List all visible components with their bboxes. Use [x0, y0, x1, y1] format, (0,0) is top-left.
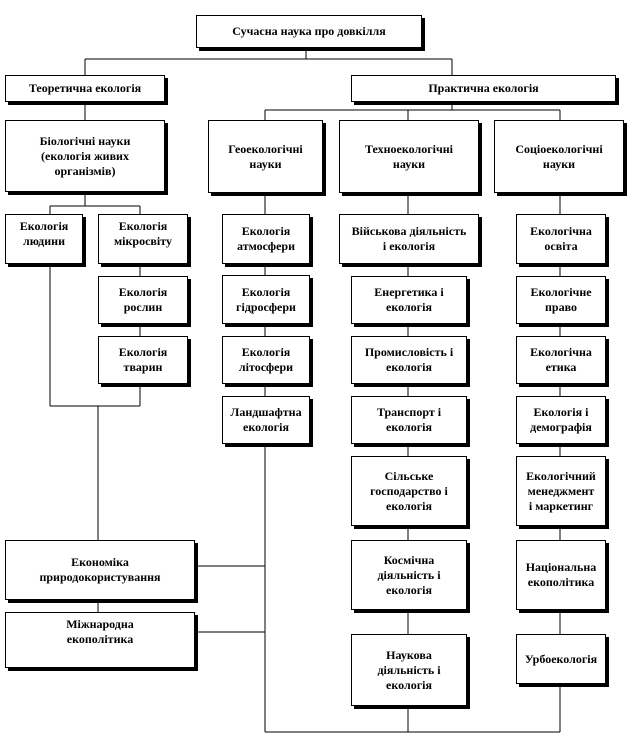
- node-industry-ecology: Промисловість і екологія: [351, 336, 467, 384]
- node-technoecological-sciences: Техноекологічні науки: [339, 120, 479, 193]
- node-root: Сучасна наука про довкілля: [196, 15, 422, 48]
- node-space-ecology: Космічна діяльність і екологія: [351, 540, 467, 610]
- node-agriculture-ecology: Сільське господарство і екологія: [351, 456, 467, 526]
- node-microworld-ecology: Екологія мікросвіту: [98, 214, 188, 264]
- node-energy-ecology: Енергетика і екологія: [351, 276, 467, 324]
- node-ecological-ethics: Екологічна етика: [516, 336, 606, 384]
- node-military-ecology: Військова діяльність і екологія: [339, 214, 479, 264]
- node-urban-ecology: Урбоекологія: [516, 634, 606, 684]
- node-atmosphere-ecology: Екологія атмосфери: [222, 214, 310, 264]
- node-socioecological-sciences: Соціоекологічні науки: [494, 120, 624, 193]
- node-international-ecopolicy: Міжнародна екополітика: [5, 612, 195, 668]
- node-ecological-management: Екологічний менеджмент і маркетинг: [516, 456, 606, 526]
- node-ecology-demography: Екологія і демографія: [516, 396, 606, 444]
- node-transport-ecology: Транспорт і екологія: [351, 396, 467, 444]
- node-national-ecopolicy: Національна екополітика: [516, 540, 606, 610]
- node-geoecological-sciences: Геоекологічні науки: [208, 120, 323, 193]
- node-ecological-education: Екологічна освіта: [516, 214, 606, 264]
- node-hydrosphere-ecology: Екологія гідросфери: [222, 275, 310, 324]
- node-plant-ecology: Екологія рослин: [98, 276, 188, 324]
- node-science-ecology: Наукова діяльність і екологія: [351, 634, 467, 706]
- node-animal-ecology: Екологія тварин: [98, 336, 188, 384]
- node-biological-sciences: Біологічні науки (екологія живих організ…: [5, 120, 165, 192]
- node-landscape-ecology: Ландшафтна екологія: [222, 396, 310, 444]
- node-nature-use-economics: Економіка природокористування: [5, 540, 195, 600]
- node-lithosphere-ecology: Екологія літосфери: [222, 336, 310, 384]
- node-human-ecology: Екологія людини: [5, 214, 83, 264]
- node-ecological-law: Екологічне право: [516, 276, 606, 324]
- node-theoretical-ecology: Теоретична екологія: [5, 75, 165, 102]
- node-practical-ecology: Практична екологія: [351, 75, 616, 102]
